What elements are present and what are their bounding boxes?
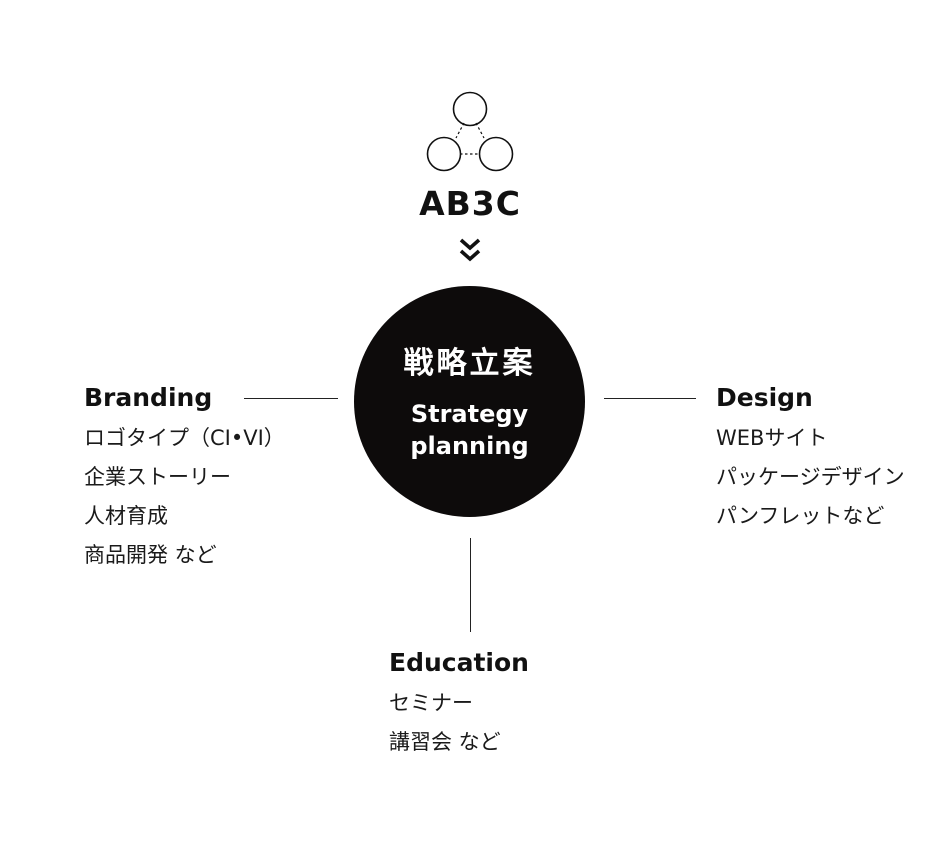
center-title-en-line2: planning	[410, 432, 529, 460]
design-item: パッケージデザイン	[716, 465, 905, 489]
design-title: Design	[716, 383, 813, 412]
logo-name: AB3C	[419, 184, 521, 223]
education-items: セミナー 講習会 など	[389, 684, 529, 762]
education-block: Education セミナー 講習会 など	[389, 646, 529, 762]
connector-right	[604, 398, 696, 399]
connector-left	[244, 398, 338, 399]
branding-item: 人材育成	[84, 504, 168, 528]
branding-item: 商品開発 など	[84, 543, 217, 567]
education-item: セミナー	[389, 691, 473, 715]
center-title-en-line1: Strategy	[410, 400, 529, 428]
logo-circle-right	[478, 136, 514, 172]
logo-dashed-connector-right	[475, 122, 485, 139]
branding-items: ロゴタイプ（CI•VI） 企業ストーリー 人材育成 商品開発 など	[84, 419, 285, 575]
education-item: 講習会 など	[389, 730, 501, 754]
education-title: Education	[389, 648, 529, 677]
connector-bottom	[470, 538, 471, 632]
branding-item: ロゴタイプ（CI•VI）	[84, 426, 285, 450]
center-title-en: Strategy planning	[354, 398, 585, 462]
design-items: WEBサイト パッケージデザイン パンフレットなど	[716, 419, 905, 536]
design-item: WEBサイト	[716, 426, 828, 450]
strategy-planning-circle: 戦略立案 Strategy planning	[354, 286, 585, 517]
double-chevron-down-icon	[459, 238, 481, 262]
design-block: Design WEBサイト パッケージデザイン パンフレットなど	[716, 381, 905, 536]
logo-dashed-connector-left	[455, 122, 465, 139]
center-title-jp: 戦略立案	[403, 346, 536, 381]
logo-circle-left	[426, 136, 462, 172]
branding-title: Branding	[84, 383, 213, 412]
design-item: パンフレットなど	[716, 504, 885, 528]
three-circles-icon	[426, 91, 514, 172]
branding-block: Branding ロゴタイプ（CI•VI） 企業ストーリー 人材育成 商品開発 …	[84, 381, 285, 575]
branding-item: 企業ストーリー	[84, 465, 231, 489]
logo-circle-top	[452, 91, 488, 127]
